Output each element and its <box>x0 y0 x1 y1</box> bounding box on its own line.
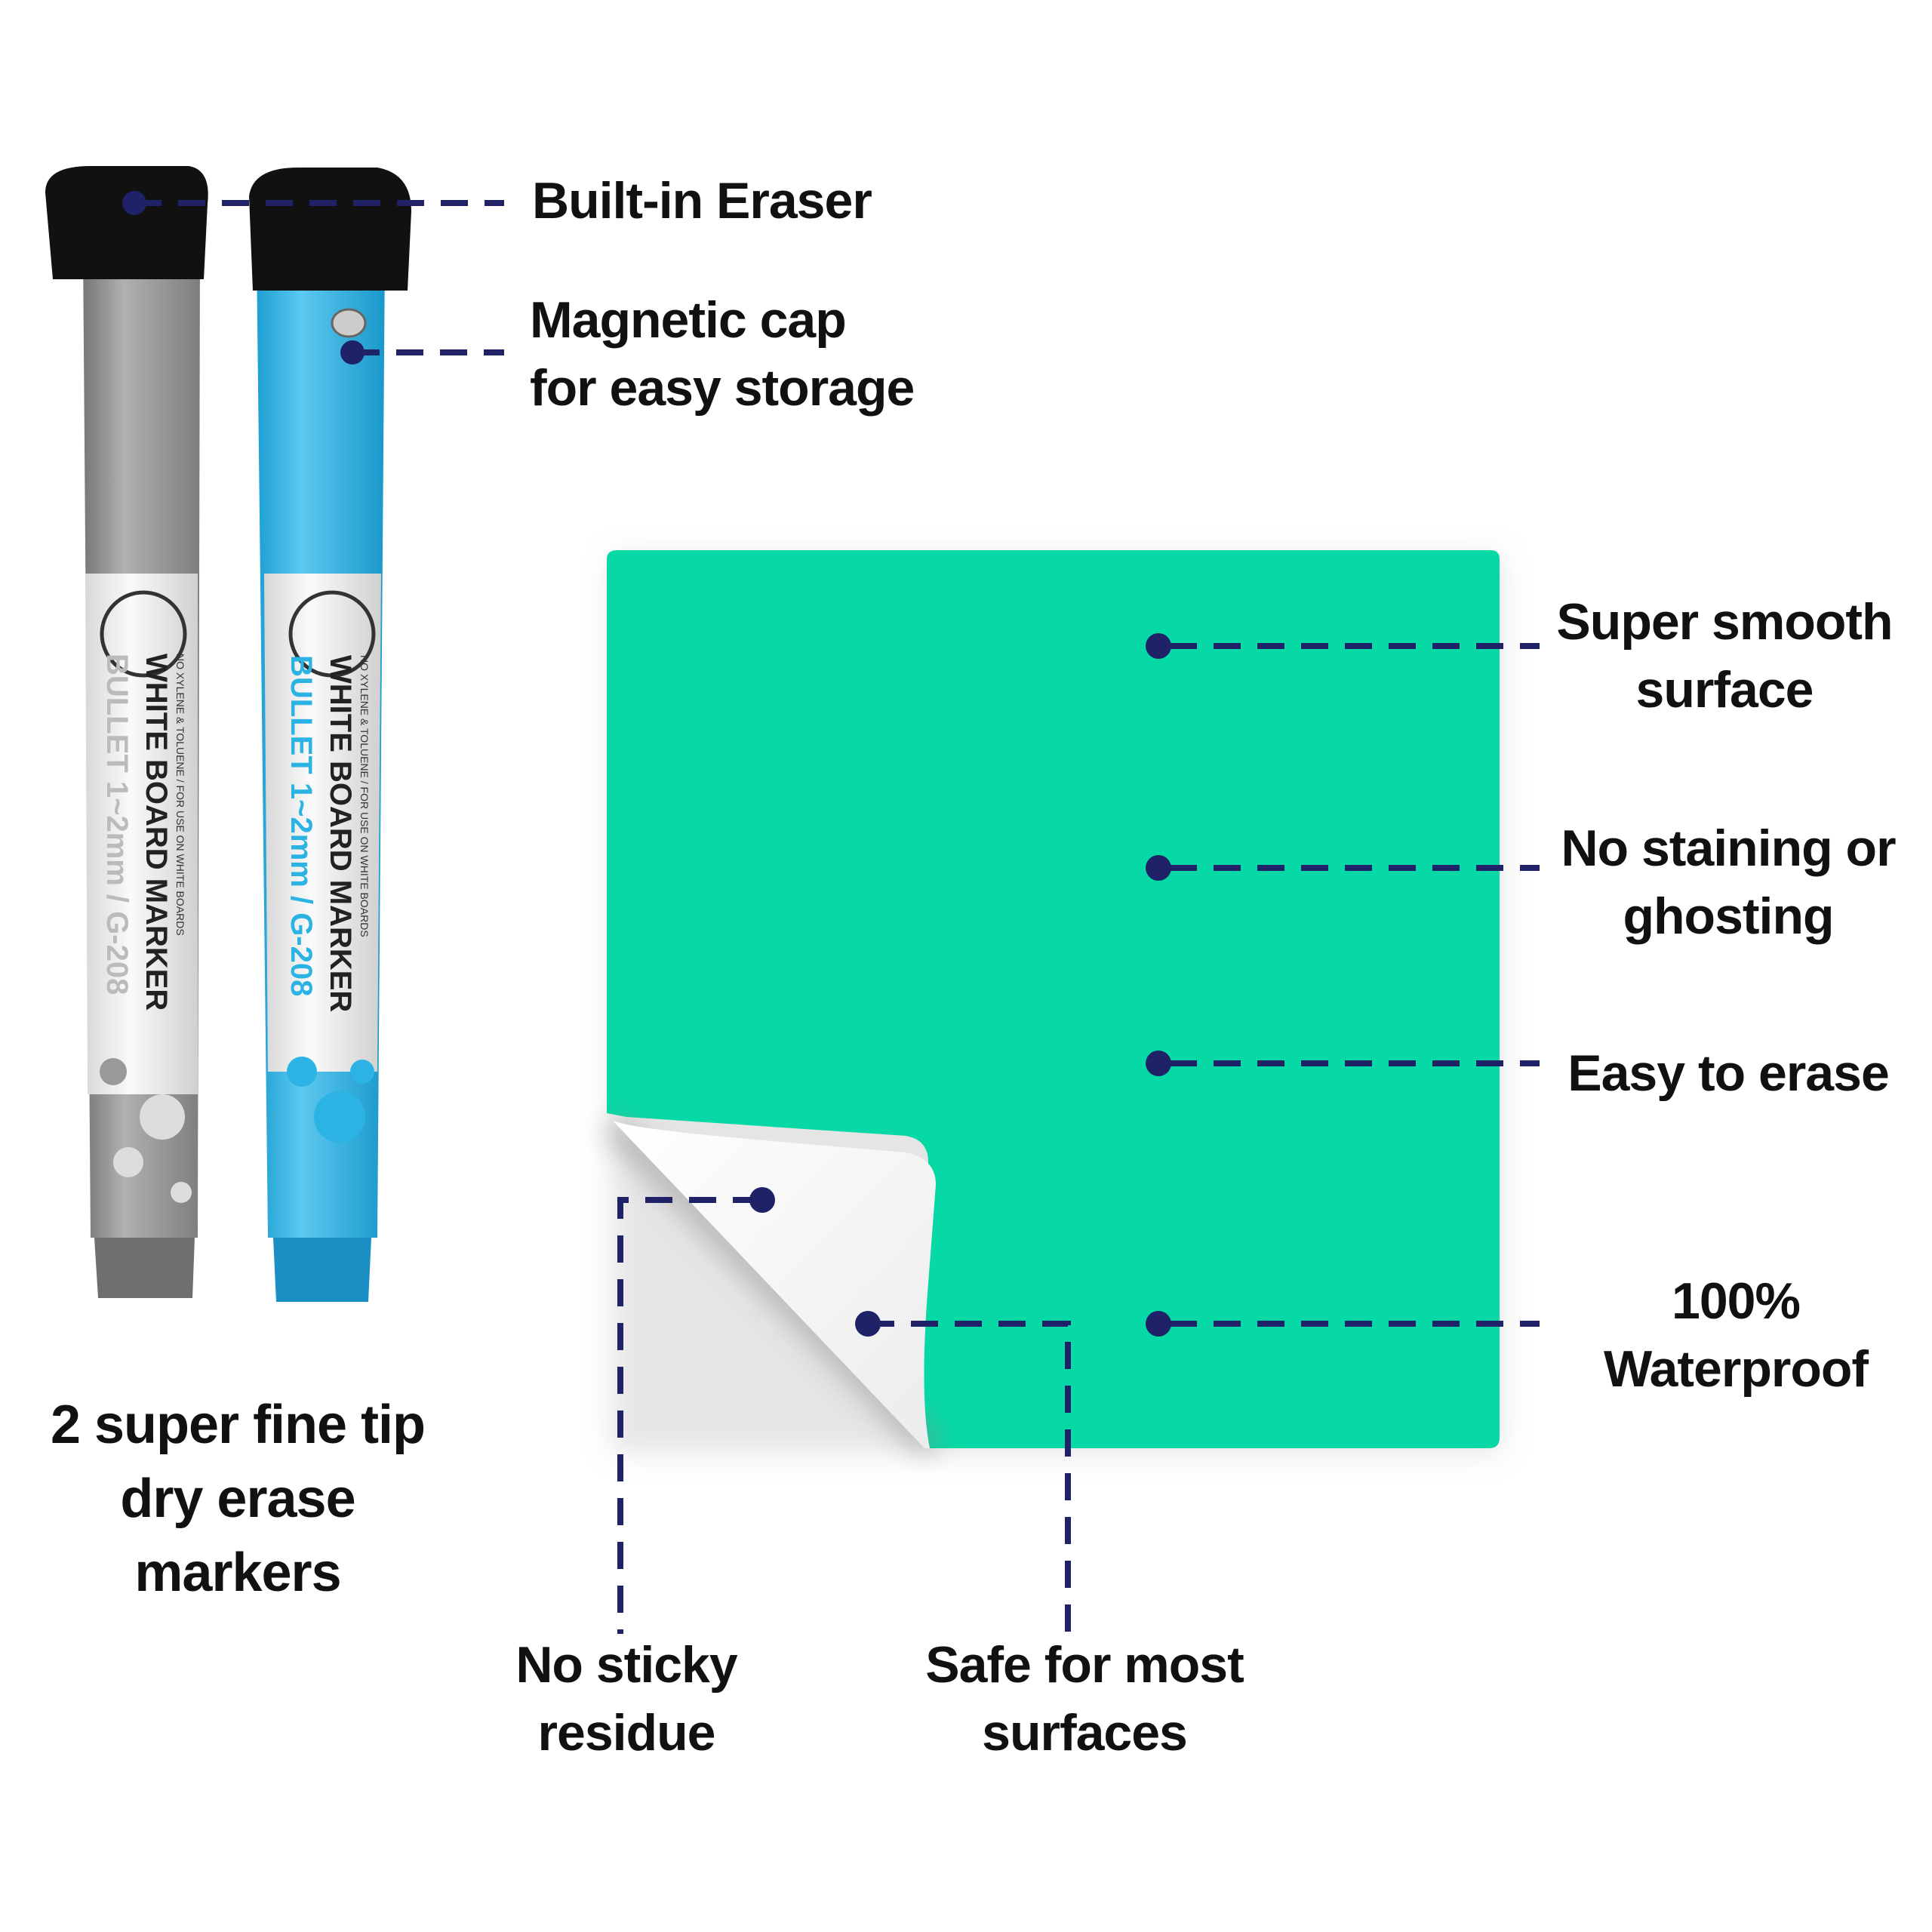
callout-surfaces: Safe for most surfaces <box>925 1632 1244 1767</box>
gray-marker: NO XYLENE & TOLUENE / FOR USE ON WHITE B… <box>45 166 208 1298</box>
callout-magnetic-line1: Magnetic cap <box>530 291 847 349</box>
callout-markers-line3: markers <box>134 1542 341 1603</box>
callout-markers-line1: 2 super fine tip <box>50 1395 426 1455</box>
board-surface <box>607 550 1500 1448</box>
callout-surfaces-line1: Safe for most <box>925 1636 1244 1694</box>
whiteboard-sheet <box>605 550 1502 1457</box>
callout-magnetic-line2: for easy storage <box>530 358 915 417</box>
blue-marker-brand: WHITE BOARD MARKER <box>324 655 357 1012</box>
callout-staining-line2: ghosting <box>1623 887 1834 945</box>
callout-surfaces-line2: surfaces <box>982 1703 1188 1761</box>
callout-residue-line1: No sticky <box>515 1636 737 1694</box>
callout-residue-line2: residue <box>537 1703 716 1761</box>
blue-marker-spec: BULLET 1~2mm / G-208 <box>285 655 318 996</box>
gray-marker-spec: BULLET 1~2mm / G-208 <box>100 654 134 995</box>
callout-magnetic: Magnetic cap for easy storage <box>530 287 915 423</box>
blue-marker: NO XYLENE & TOLUENE / FOR USE ON WHITE B… <box>249 168 411 1302</box>
callout-waterproof-line2: Waterproof <box>1603 1340 1869 1398</box>
callout-smooth-line1: Super smooth <box>1556 593 1893 651</box>
callout-erase: Easy to erase <box>1567 1044 1890 1102</box>
callout-dots <box>122 191 1171 1337</box>
callout-waterproof: 100% Waterproof <box>1603 1268 1869 1404</box>
callout-lines <box>134 200 1540 1634</box>
callout-waterproof-line1: 100% <box>1672 1272 1801 1330</box>
callout-markers: 2 super fine tip dry erase markers <box>50 1389 426 1611</box>
callout-eraser: Built-in Eraser <box>532 172 872 229</box>
callout-staining-line1: No staining or <box>1561 820 1896 877</box>
gray-marker-brand: WHITE BOARD MARKER <box>140 654 173 1011</box>
gray-marker-small-print: NO XYLENE & TOLUENE / FOR USE ON WHITE B… <box>174 654 186 936</box>
callout-smooth: Super smooth surface <box>1556 589 1893 724</box>
callout-smooth-line2: surface <box>1635 660 1814 718</box>
callout-residue: No sticky residue <box>515 1632 737 1767</box>
callout-staining: No staining or ghosting <box>1561 815 1896 951</box>
callout-markers-line2: dry erase <box>120 1468 355 1529</box>
blue-marker-small-print: NO XYLENE & TOLUENE / FOR USE ON WHITE B… <box>358 655 371 937</box>
